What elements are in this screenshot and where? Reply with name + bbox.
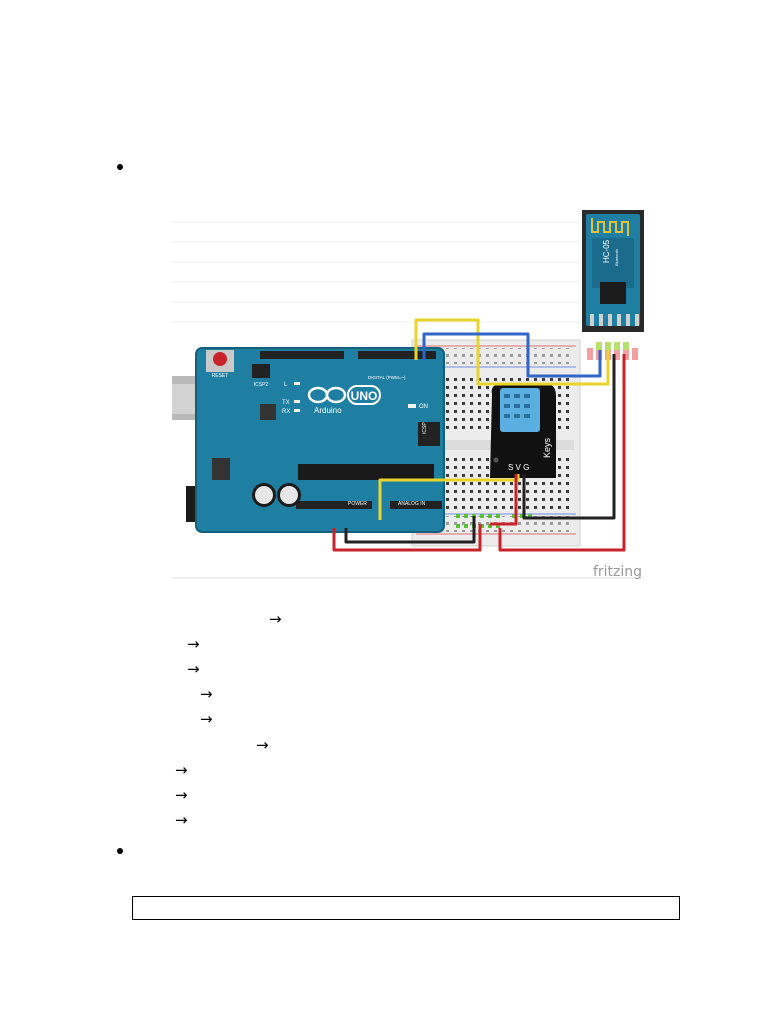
sensor-brand: Keys [542, 437, 552, 458]
step-arrow-2: → [187, 635, 200, 653]
hc05-subtitle: Bluetooth [614, 249, 619, 266]
fritzing-watermark: fritzing [593, 564, 642, 580]
step-arrow-5: → [200, 710, 213, 728]
step-arrow-3: → [187, 660, 200, 678]
led-label-tx: TX [282, 400, 290, 406]
background-grid [172, 221, 582, 323]
hc05-module: HC-05 Bluetooth [582, 210, 644, 360]
arduino-brand: Arduino [314, 406, 342, 415]
sensor-pin-labels: S V G [508, 463, 529, 472]
code-box [132, 896, 680, 920]
icsp2-label: ICSP2 [254, 382, 269, 388]
wiring-diagram: RESET ICSP2 L TX RX UNO Arduino ON ICSP … [172, 208, 644, 584]
step-arrow-6: → [256, 736, 269, 754]
led-label-rx: RX [282, 409, 290, 415]
dht11-sensor: Keys S V G [490, 384, 556, 478]
arduino-logo [307, 386, 347, 404]
led-label-l: L [284, 382, 288, 388]
step-arrow-7: → [175, 761, 188, 779]
digital-label: DIGITAL (PWM=~) [368, 375, 406, 380]
step-arrow-1: → [269, 610, 282, 628]
reset-label: RESET [212, 373, 229, 379]
hc05-name: HC-05 [602, 239, 611, 263]
arduino-board: RESET ICSP2 L TX RX UNO Arduino ON ICSP … [172, 347, 445, 533]
bullet-2 [117, 848, 123, 854]
on-label: ON [419, 404, 428, 410]
step-arrow-4: → [200, 685, 213, 703]
uno-logo-text: UNO [351, 389, 378, 403]
wires [332, 318, 626, 552]
step-arrow-8: → [175, 786, 188, 804]
analog-label: ANALOG IN [398, 501, 426, 507]
step-arrow-9: → [175, 811, 188, 829]
power-label: POWER [348, 501, 367, 507]
bullet-1 [117, 164, 123, 170]
icsp-label: ICSP [422, 422, 428, 434]
